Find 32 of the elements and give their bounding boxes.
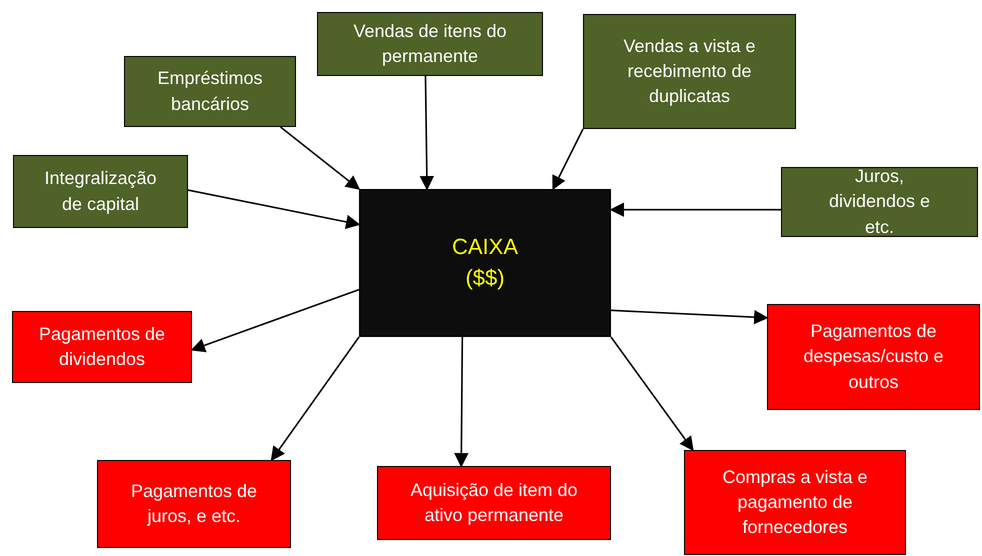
arrow	[420, 76, 434, 190]
arrow	[610, 310, 768, 324]
box-label: Aquisição de item do ativo permanente	[409, 478, 579, 527]
box-label: Empréstimos bancários	[156, 67, 264, 116]
arrow	[280, 126, 360, 190]
box-label: Juros, dividendos e etc.	[828, 165, 932, 239]
cash-box	[359, 189, 611, 337]
arrow	[188, 189, 360, 230]
box-label: Pagamentos de juros, e etc.	[130, 480, 258, 528]
outflow-box	[684, 450, 906, 555]
outflow-box	[377, 466, 611, 540]
inflow-box	[583, 14, 796, 129]
box-label: Compras a vista e pagamento de fornecedores	[721, 466, 869, 540]
arrow	[610, 336, 694, 452]
arrow	[454, 337, 469, 468]
box-label: Vendas a vista e recebimento de duplicatas	[622, 34, 757, 108]
inflow-box	[317, 12, 543, 76]
box-label: Pagamentos de despesas/custo e outros	[802, 320, 945, 394]
inflow-box	[781, 167, 978, 237]
box-label: Pagamentos de dividendos	[38, 322, 166, 371]
inflow-box	[13, 155, 188, 228]
box-label: Integralização de capital	[43, 167, 158, 216]
box-label: Vendas de itens do permanente	[352, 20, 508, 68]
inflow-box	[124, 56, 296, 127]
arrow	[552, 128, 584, 190]
box-label: CAIXA ($$)	[450, 233, 520, 292]
outflow-box	[97, 460, 291, 548]
outflow-box	[767, 304, 980, 410]
arrow	[190, 288, 360, 352]
arrow	[270, 336, 360, 462]
outflow-box	[12, 311, 192, 383]
arrow	[610, 202, 781, 217]
